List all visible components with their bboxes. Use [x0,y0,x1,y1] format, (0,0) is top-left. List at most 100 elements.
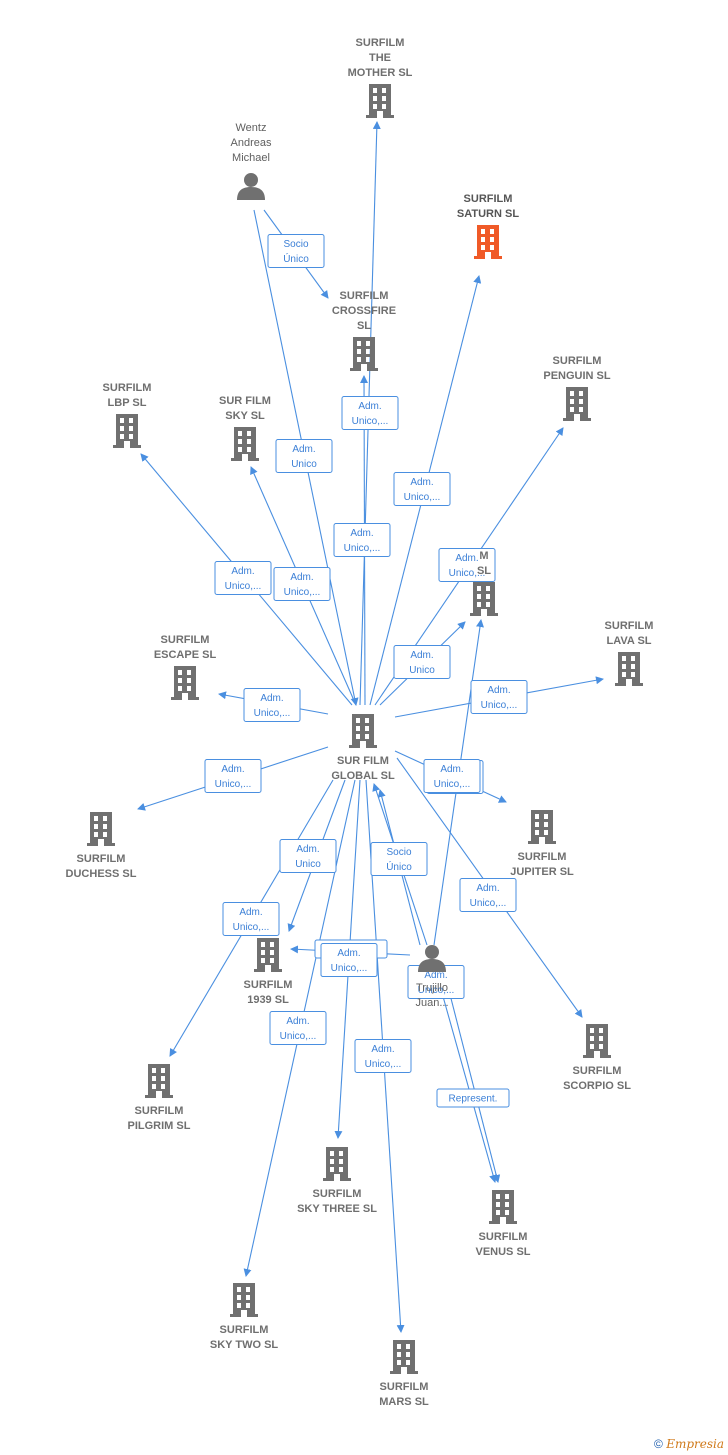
edge-label-text: Socio [283,239,308,250]
edge-label-text: Unico [295,859,321,870]
node-label: VENUS SL [475,1246,530,1258]
node-penguin[interactable]: SURFILM PENGUIN SL [543,355,611,421]
edge-label-text: Adm. [424,970,447,981]
edge-label-trujillo-to-hidden[interactable]: Adm.Unico,... [423,759,481,793]
edge-label-trujillo-to-venus[interactable]: Represent. [436,1088,510,1108]
node-saturn[interactable]: SURFILM SATURN SL [457,193,519,259]
edge-label-text: Adm. [292,444,315,455]
edge-label-global-to-crossfire[interactable]: Adm.Unico,... [341,396,399,430]
building-icon [366,84,394,118]
edge-label-text: Unico,... [254,708,291,719]
edge-label-text: Unico,... [215,779,252,790]
edge-label-global-to-lava[interactable]: Adm. Unico,... [470,680,528,714]
edge-label-global-to-saturn[interactable]: Adm.Unico,... [393,472,451,506]
edge-label-text: Unico,... [449,568,486,579]
edge-label-global-to-hidden[interactable]: Adm.Unico [393,645,451,679]
node-label: GLOBAL SL [331,770,395,782]
building-icon [113,414,141,448]
node-label: SURFILM [605,620,654,632]
building-icon [350,337,378,371]
edge-label-global-to-penguin[interactable]: Adm. Unico,... [438,548,496,582]
edge-label-text: Adm. [455,553,478,564]
node-label: SURFILM [340,290,389,302]
node-label: SURFILM [313,1188,362,1200]
building-icon [145,1064,173,1098]
node-label: Juan... [415,997,448,1009]
edge-label-trujillo-to-global[interactable]: Adm.Unico,... [320,943,378,977]
node-label: SURFILM [518,851,567,863]
node-label: Trujillo [416,982,448,994]
edge-label-text: Adm. [286,1016,309,1027]
node-label: 1939 SL [247,994,289,1006]
node-label: PILGRIM SL [128,1120,191,1132]
node-trujillo[interactable]: TrujilloJuan... [415,945,449,1009]
edge-label-text: Unico,... [481,700,518,711]
edge-label-global-to-lbp[interactable]: Adm.Unico,... [214,561,272,595]
edge-label-text: Represent. [449,1094,498,1105]
edge-trujillo-to-venus [436,974,497,1183]
building-icon [231,427,259,461]
building-icon [528,810,556,844]
node-label: SURFILM [553,355,602,367]
building-icon [87,812,115,846]
node-label: SURFILM [103,382,152,394]
node-label: M [479,550,488,562]
building-icon [349,714,377,748]
edge-label-text: Unico,... [434,779,471,790]
edge-label-text: Unico,... [418,985,455,996]
edge-label-global-to-scorpio[interactable]: Adm.Unico,... [459,878,517,912]
edge-label-global-to-skytwo[interactable]: Adm.Unico,... [269,1011,327,1045]
edge-label-global-to-duchess[interactable]: Adm.Unico,... [204,759,262,793]
node-label: SATURN SL [457,208,519,220]
building-icon [474,225,502,259]
node-label: SURFILM [464,193,513,205]
edge-label-trujillo-to-venus[interactable]: Adm. Unico,... [407,965,465,999]
edge-label-global-to-mother[interactable]: Adm.Unico,... [333,523,391,557]
edge-label-global-to-mars[interactable]: Adm.Unico,... [354,1039,412,1073]
copyright-symbol: © [654,1437,663,1451]
node-label: CROSSFIRE [332,305,396,317]
node-label: SL [357,320,371,332]
node-label: SURFILM [479,1231,528,1243]
node-venus[interactable]: SURFILM VENUS SL [475,1190,531,1258]
edge-label-global-to-pilgrim[interactable]: Adm.Unico,... [222,902,280,936]
edge-label-text: Unico,... [344,543,381,554]
edge-label-text: Adm. [239,907,262,918]
node-label: SURFILM [380,1381,429,1393]
edge-label-global-to-s1939[interactable]: Adm.Unico [279,839,337,873]
node-label: SURFILM [356,37,405,49]
edge-label-global-to-escape[interactable]: Adm.Unico,... [243,688,301,722]
node-hidden[interactable]: M SL [470,550,498,616]
node-label: SL [477,565,491,577]
footer-credit[interactable]: © Empresia [654,1437,724,1451]
edge-label-text: Adm. [358,401,381,412]
edge-label-global-to-sky[interactable]: Adm.Unico,... [273,567,331,601]
edge-label-wentz-to-global[interactable]: Adm.Unico [275,439,333,473]
node-label: Andreas [231,137,272,149]
node-label: SURFILM [161,634,210,646]
node-crossfire[interactable]: SURFILM CROSSFIRE SL [332,290,396,371]
building-icon [489,1190,517,1224]
edge-label-text: Adm. [487,685,510,696]
edge-label-text: Adm. [410,650,433,661]
node-label: PENGUIN SL [543,370,611,382]
node-label: Michael [232,152,270,164]
edge-label-text: Adm. [290,572,313,583]
